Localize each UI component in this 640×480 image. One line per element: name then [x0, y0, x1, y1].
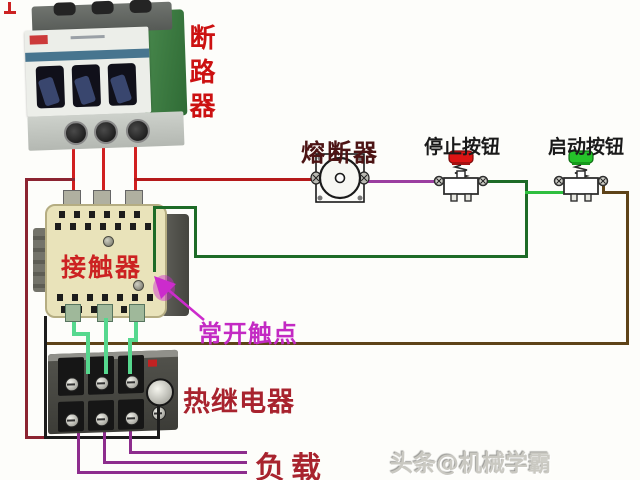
- relay-top-terminal-block: [58, 357, 84, 396]
- breaker-toggle-slot: [107, 62, 138, 106]
- wire-load-1h: [77, 471, 247, 474]
- wire-ct-relay-3a: [134, 318, 138, 342]
- breaker-brand-logo: [29, 35, 48, 45]
- breaker-terminal-row: [27, 111, 185, 151]
- wire-start-link-green: [525, 191, 573, 194]
- wire-coil-black-up: [157, 405, 160, 439]
- contactor-ticks: [55, 223, 155, 230]
- wire-load-1v: [77, 420, 80, 474]
- wire-no-contact-top: [153, 206, 197, 209]
- contactor-screw: [133, 280, 144, 291]
- wire-load-2h: [103, 461, 247, 464]
- red-corner-mark: [4, 11, 16, 14]
- breaker-toggle-slot: [35, 65, 66, 109]
- relay-terminal-screw: [65, 377, 79, 392]
- wire-load-2v: [103, 420, 106, 464]
- wire-start-return-stub: [602, 183, 605, 193]
- wire-supply-loop-left: [25, 178, 28, 439]
- relay-terminal-screw: [125, 411, 139, 426]
- contactor-label: 接触器: [61, 253, 143, 282]
- breaker-bottom-terminal: [93, 119, 119, 145]
- wire-coil-black-bottom: [44, 436, 160, 439]
- relay-top-terminal-block: [88, 355, 114, 395]
- breaker-toggle-slot: [71, 64, 102, 108]
- wire-ct-relay-2: [104, 318, 108, 374]
- start-button-symbol: [553, 150, 609, 202]
- wire-to-fuse-red: [134, 178, 318, 181]
- wire-start-return-top: [602, 191, 629, 194]
- breaker-label-stripe: [25, 48, 150, 62]
- relay-terminal-screw: [95, 376, 109, 391]
- no-contact-arrow-icon: [153, 275, 205, 321]
- wire-ct-relay-3b: [128, 338, 138, 342]
- contactor-photo: 接触器: [33, 190, 189, 324]
- fuse-symbol: [310, 153, 370, 203]
- wire-green-horizontal: [194, 255, 528, 258]
- load-label: 负载: [255, 451, 327, 480]
- contactor-ticks: [59, 211, 149, 218]
- contactor-ticks: [57, 294, 153, 301]
- relay-bottom-terminal-block: [118, 398, 144, 430]
- wire-ct-relay-3c: [128, 338, 132, 374]
- relay-bottom-terminal-block: [58, 401, 84, 432]
- breaker-bottom-terminal: [63, 120, 89, 146]
- contactor-screw: [103, 236, 114, 247]
- wire-stop-out-green: [483, 180, 528, 183]
- breaker-toggle-lever: [37, 76, 61, 107]
- wire-green-down-left: [194, 206, 197, 258]
- breaker-bottom-terminal: [125, 118, 151, 144]
- no-contact-label: 常开触点: [198, 320, 298, 348]
- wire-phase3-red: [134, 140, 137, 202]
- contactor-bottom-lug: [65, 304, 81, 322]
- wire-supply-branch: [25, 178, 75, 181]
- wire-coil-black-left: [44, 316, 47, 439]
- wire-load-3v: [129, 420, 132, 454]
- start-button-label: 启动按钮: [548, 136, 625, 158]
- relay-reset-button: [148, 359, 157, 367]
- wire-fuse-to-stop-purple: [362, 180, 442, 183]
- circuit-breaker-label: 断路器: [185, 24, 215, 126]
- thermal-relay-label: 热继电器: [183, 387, 295, 418]
- circuit-breaker-photo: [23, 0, 190, 153]
- breaker-face: [24, 26, 152, 117]
- wire-no-contact-up: [153, 206, 156, 272]
- wire-load-3h: [129, 451, 247, 454]
- breaker-toggle-lever: [109, 73, 133, 105]
- wire-start-return-bottom: [45, 342, 629, 345]
- red-corner-mark: [8, 2, 11, 13]
- breaker-top-terminal: [53, 2, 76, 16]
- relay-terminal-screw: [125, 375, 139, 390]
- relay-terminal-screw: [65, 413, 79, 428]
- contactor-bottom-lug: [129, 304, 145, 322]
- breaker-top-terminal: [91, 0, 114, 15]
- wire-green-down-right: [525, 180, 528, 258]
- relay-bottom-terminal-block: [88, 399, 114, 431]
- wire-phase2-red: [102, 140, 105, 202]
- watermark-text: 头条@机械学霸: [390, 451, 551, 477]
- wire-phase1-red: [72, 140, 75, 202]
- fuse-label: 熔断器: [301, 139, 379, 167]
- wire-ct-relay-1a: [72, 318, 76, 336]
- stop-button-symbol: [433, 150, 489, 202]
- breaker-model-text: [70, 35, 105, 40]
- breaker-top-terminal: [129, 0, 152, 14]
- wire-ct-relay-1b: [72, 332, 90, 336]
- wire-start-return-right: [626, 191, 629, 345]
- relay-terminal-screw: [95, 412, 109, 427]
- wire-ct-relay-1c: [86, 332, 90, 374]
- breaker-toggle-lever: [73, 75, 97, 106]
- stop-button-label: 停止按钮: [424, 136, 501, 158]
